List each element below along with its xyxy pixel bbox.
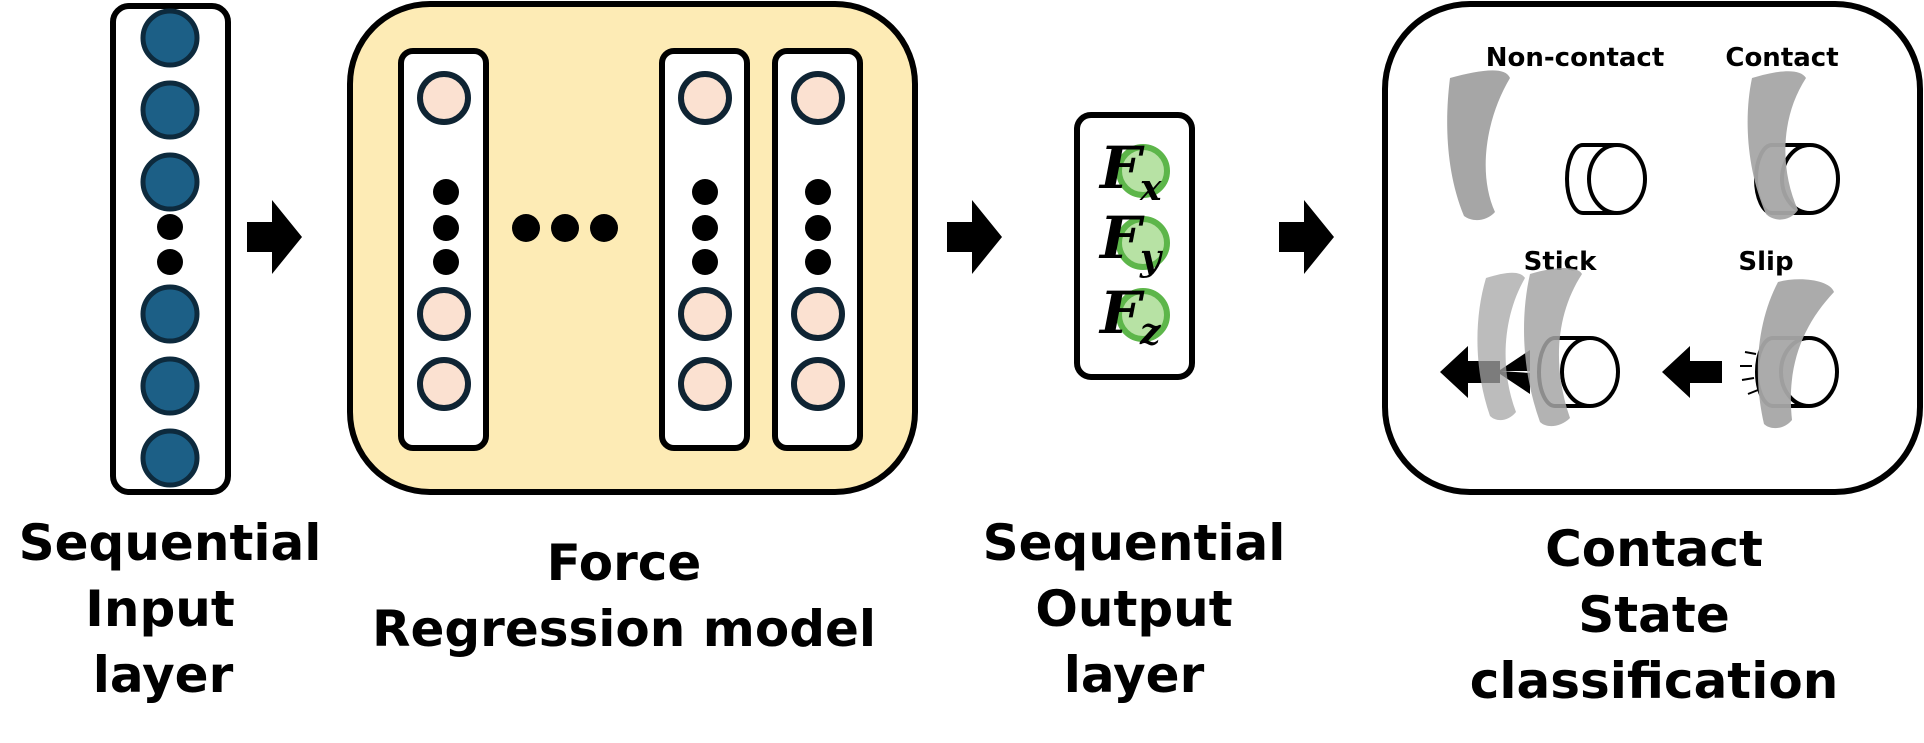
fy-symbol: F (1098, 204, 1145, 272)
fz-subscript: z (1139, 311, 1162, 353)
input-neuron (140, 284, 200, 344)
label-line: Input (85, 580, 235, 638)
label-output-layer: Sequential Output layer (983, 514, 1286, 704)
label-line: Output (1035, 580, 1232, 638)
left-arrow (1440, 346, 1500, 398)
hidden-neuron (417, 357, 471, 411)
hidden-neuron (417, 71, 471, 125)
model-ellipsis (512, 214, 618, 242)
contact-state-panel: Non-contact Contact Stick Sli (1382, 1, 1923, 495)
state-slip: Slip (1662, 247, 1839, 429)
hidden-neuron (791, 71, 845, 125)
fx-subscript: x (1139, 167, 1162, 209)
hidden-layer-1 (398, 48, 489, 451)
arrow-model-to-output (947, 200, 1002, 274)
input-ellipsis (157, 214, 183, 275)
state-non-contact: Non-contact (1447, 43, 1665, 221)
fy-subscript: y (1139, 237, 1163, 279)
finger-shape (1757, 279, 1834, 429)
state-stick: Stick (1440, 247, 1620, 427)
label-contact-state-classification: Contact State classification (1470, 520, 1839, 710)
input-neuron (140, 428, 200, 488)
finger-shape-previous (1477, 272, 1525, 421)
fx-symbol: F (1098, 134, 1145, 202)
state-contact: Contact (1725, 43, 1840, 220)
input-neuron (140, 8, 200, 68)
fz-symbol: F (1098, 279, 1145, 347)
label-line: Sequential (983, 514, 1286, 572)
hidden-neuron (791, 357, 845, 411)
input-layer (110, 3, 231, 495)
input-neuron (140, 80, 200, 140)
output-layer: F x F y F z (1074, 112, 1195, 380)
label-input-layer: Sequential Input layer (19, 514, 322, 704)
input-neuron (140, 356, 200, 416)
state-label-contact: Contact (1725, 43, 1838, 73)
label-line: layer (1064, 646, 1205, 704)
label-force-regression-model: Force Regression model (372, 534, 876, 658)
hidden-neuron (678, 357, 732, 411)
label-line: classification (1470, 652, 1839, 710)
label-line: layer (93, 646, 234, 704)
finger-shape-current (1524, 268, 1582, 427)
input-neurons-top (140, 8, 200, 212)
label-line: State (1578, 586, 1729, 644)
output-neuron-fz: F z (1098, 279, 1170, 353)
label-line: Regression model (372, 600, 876, 658)
hidden-layer-2 (659, 48, 750, 451)
label-line: Contact (1545, 520, 1763, 578)
label-line: Force (547, 534, 702, 592)
input-neurons-bottom (140, 284, 200, 488)
hidden-layer-3 (772, 48, 863, 451)
slip-marks (1740, 351, 1759, 395)
output-neuron-fy: F y (1098, 204, 1170, 279)
state-label-non-contact: Non-contact (1486, 43, 1665, 73)
state-label-slip: Slip (1738, 247, 1793, 277)
hidden-neuron (678, 287, 732, 341)
cylinder-object (1560, 336, 1620, 408)
hidden-neuron (678, 71, 732, 125)
output-neuron-fx: F x (1098, 134, 1170, 209)
label-line: Sequential (19, 514, 322, 572)
finger-shape (1747, 71, 1806, 220)
input-neuron (140, 152, 200, 212)
finger-shape (1447, 70, 1510, 221)
force-regression-model (347, 1, 918, 495)
arrow-input-to-model (247, 200, 302, 274)
arrow-output-to-classification (1279, 200, 1334, 274)
hidden-neuron (791, 287, 845, 341)
hidden-neuron (417, 287, 471, 341)
cylinder-object (1587, 143, 1647, 215)
left-arrow (1662, 346, 1722, 398)
